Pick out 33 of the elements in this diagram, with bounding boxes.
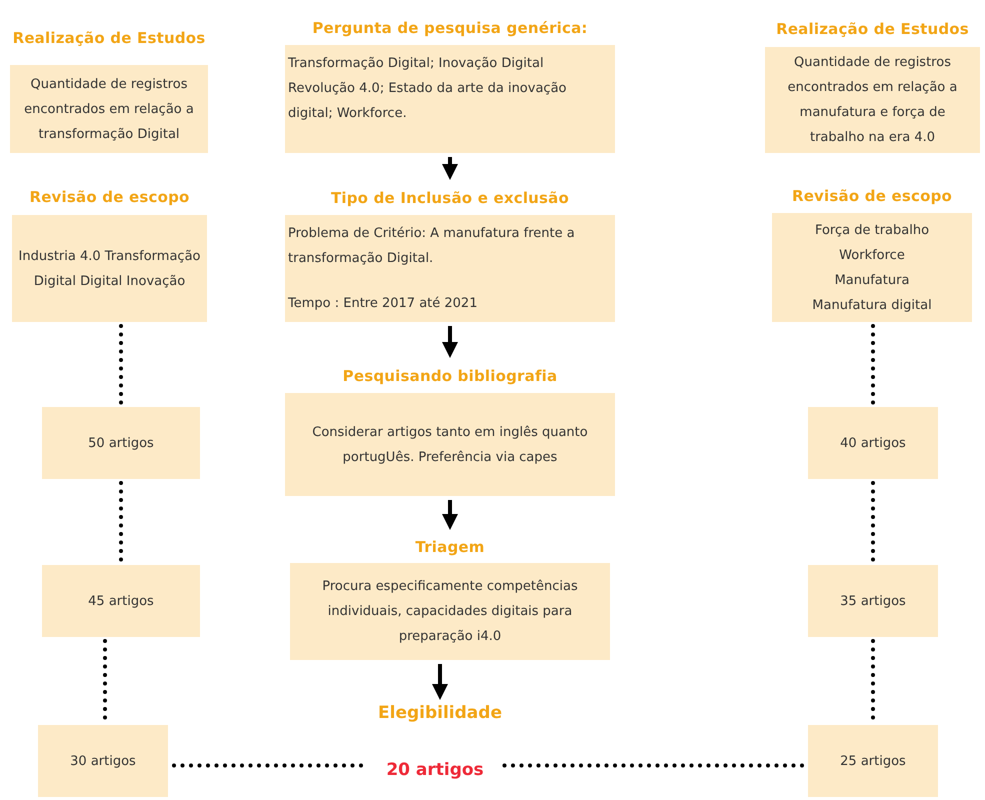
dotted-connector — [119, 324, 123, 405]
step-description: Quantidade de registros encontrados em relação a transformação Digital — [23, 76, 195, 144]
step-description: Quantidade de registros encontrados em relação a manufatura e força de trabalho na era 4.0 — [786, 54, 958, 147]
step-description: Transformação Digital; Inovação Digital Revolução 4.0; Estado da arte da inovação digital; Workforce. — [288, 55, 568, 123]
step-heading: Realização de Estudos — [12, 28, 206, 48]
result-count: 20 artigos — [375, 757, 495, 783]
arrow — [442, 500, 458, 530]
step-heading: Revisão de escopo — [790, 186, 954, 206]
arrow — [442, 326, 458, 358]
step-heading: Tipo de Inclusão e exclusão — [330, 188, 570, 208]
step-heading: Pergunta de pesquisa genérica: — [311, 18, 589, 38]
step-heading: Revisão de escopo — [28, 186, 191, 208]
step-description: 50 artigos — [87, 434, 155, 452]
step-description: 25 artigos — [839, 752, 907, 770]
step-heading: Pesquisando bibliografia — [342, 366, 558, 386]
step-description: 45 artigos — [87, 592, 155, 610]
step-description: 30 artigos — [69, 752, 137, 770]
step-heading: Triagem — [414, 536, 486, 558]
dotted-connector — [119, 481, 123, 563]
step-heading: Elegibilidade — [365, 700, 515, 726]
dotted-connector — [871, 481, 875, 563]
step-description: Considerar artigos tanto em inglês quanto portugUês. Preferência via capes — [311, 424, 589, 466]
step-description: Industria 4.0 Transformação Digital Digital Inovação — [18, 248, 201, 290]
arrow — [442, 157, 458, 180]
arrow — [432, 664, 448, 700]
step-heading: Realização de Estudos — [775, 18, 970, 40]
step-description: Tempo : Entre 2017 até 2021 — [288, 295, 478, 313]
step-description: Força de trabalho Workforce Manufatura Manufatura digital — [812, 222, 932, 314]
dotted-connector — [871, 324, 875, 405]
step-description: 35 artigos — [839, 592, 907, 610]
step-description: 40 artigos — [839, 434, 907, 452]
step-description: Procura especificamente competências individuais, capacidades digitais para preparação i4.0 — [321, 578, 579, 646]
step-description: Problema de Critério: A manufatura frente a transformação Digital. — [288, 225, 576, 268]
